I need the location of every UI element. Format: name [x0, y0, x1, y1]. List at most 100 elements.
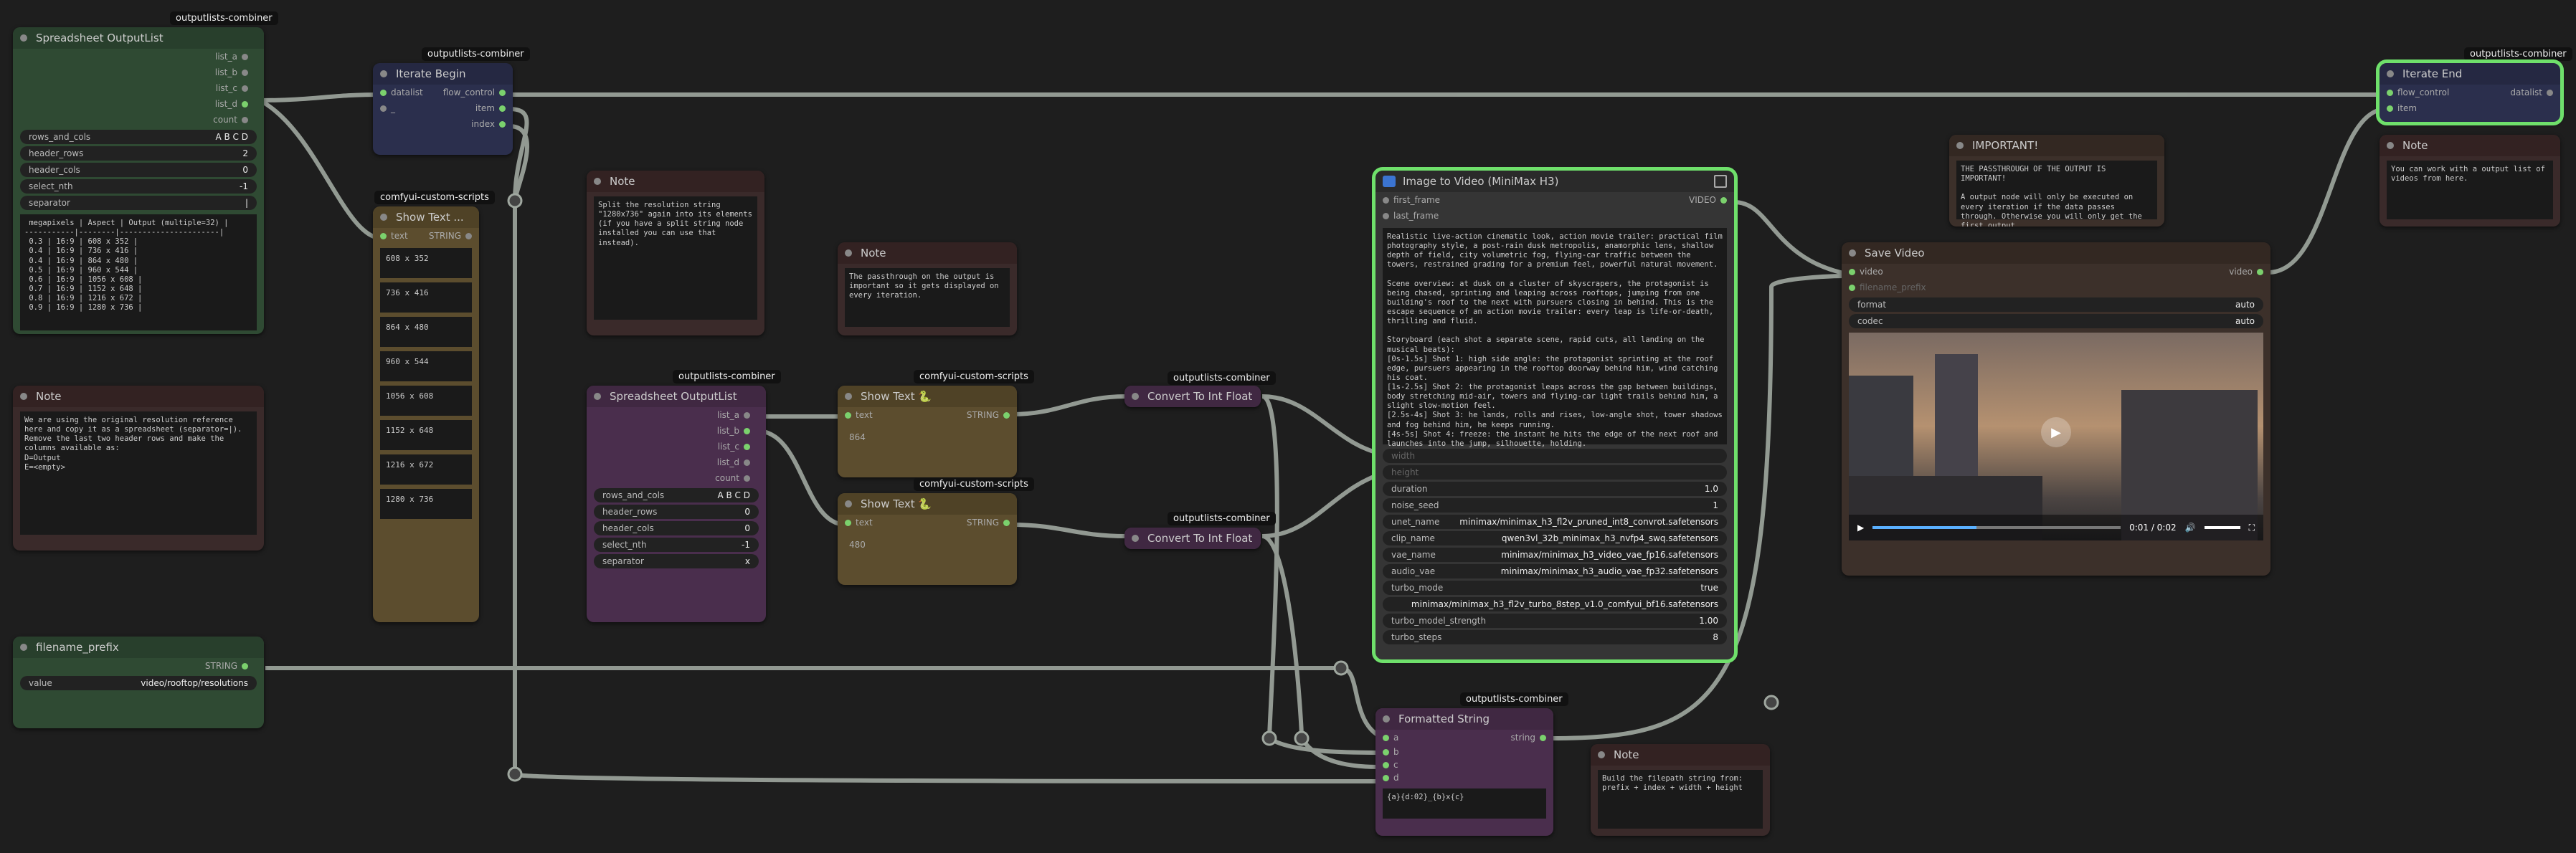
output-socket[interactable] — [1720, 196, 1727, 204]
input-socket[interactable] — [380, 89, 387, 96]
fullscreen-icon[interactable]: ⛶ — [2248, 522, 2255, 533]
node-note-3[interactable]: Note The passthrough on the output is im… — [838, 242, 1017, 335]
output-socket[interactable] — [1003, 519, 1010, 526]
output-socket[interactable] — [2257, 268, 2263, 275]
play-overlay-icon[interactable]: ▶ — [2041, 417, 2071, 448]
collapse-dot-icon[interactable] — [380, 214, 387, 221]
output-socket[interactable] — [744, 411, 750, 419]
input-socket[interactable] — [1383, 196, 1389, 204]
input-socket[interactable] — [2387, 89, 2393, 96]
video-preview[interactable]: ▶ ▶ 0:01 / 0:02 🔊 ⛶ — [1849, 333, 2263, 540]
input-socket[interactable] — [1849, 284, 1855, 291]
collapse-dot-icon[interactable] — [20, 34, 27, 42]
widget-height[interactable]: height — [1383, 465, 1727, 480]
node-spreadsheet-outputlist-1[interactable]: Spreadsheet OutputList list_a list_b lis… — [13, 27, 264, 334]
collapse-dot-icon[interactable] — [1383, 715, 1390, 723]
volume-slider[interactable] — [2204, 526, 2240, 529]
input-socket[interactable] — [1383, 734, 1389, 741]
node-spreadsheet-outputlist-2[interactable]: Spreadsheet OutputList list_a list_b lis… — [587, 386, 766, 622]
node-note-5[interactable]: Note You can work with a output list of … — [2380, 135, 2560, 227]
input-socket[interactable] — [1383, 748, 1389, 756]
node-note-4[interactable]: Note Build the filepath string from: pre… — [1591, 744, 1770, 836]
output-socket[interactable] — [744, 475, 750, 482]
node-important-note[interactable]: IMPORTANT! THE PASSTHROUGH OF THE OUTPUT… — [1949, 135, 2164, 227]
collapse-dot-icon[interactable] — [1956, 142, 1964, 149]
collapse-dot-icon[interactable] — [380, 70, 387, 77]
widget-select-nth[interactable]: select_nth-1 — [594, 538, 759, 552]
collapse-dot-icon[interactable] — [1849, 249, 1856, 257]
play-icon[interactable]: ▶ — [1857, 523, 1865, 533]
output-socket[interactable] — [242, 100, 248, 108]
output-socket[interactable] — [242, 116, 248, 123]
input-socket[interactable] — [380, 105, 387, 112]
output-socket[interactable] — [465, 232, 472, 239]
note-textarea[interactable]: Build the filepath string from: prefix +… — [1598, 770, 1763, 829]
expand-icon[interactable] — [1714, 175, 1727, 188]
input-socket[interactable] — [1383, 212, 1389, 219]
collapse-dot-icon[interactable] — [2387, 70, 2394, 77]
output-socket[interactable] — [242, 53, 248, 60]
collapse-dot-icon[interactable] — [20, 644, 27, 651]
output-socket[interactable] — [499, 105, 506, 112]
output-socket[interactable] — [499, 120, 506, 128]
note-textarea[interactable]: You can work with a output list of video… — [2387, 161, 2553, 219]
input-socket[interactable] — [1383, 761, 1389, 768]
prompt-textarea[interactable]: Realistic live-action cinematic look, ac… — [1383, 228, 1727, 448]
note-textarea[interactable]: We are using the original resolution ref… — [20, 411, 257, 535]
output-socket[interactable] — [744, 459, 750, 466]
collapse-dot-icon[interactable] — [845, 249, 852, 257]
output-socket[interactable] — [1540, 734, 1546, 741]
node-note-1[interactable]: Note We are using the original resolutio… — [13, 386, 264, 551]
note-textarea[interactable]: Split the resolution string "1280x736" a… — [594, 196, 757, 320]
input-socket[interactable] — [845, 519, 851, 526]
input-socket[interactable] — [2387, 105, 2393, 112]
spreadsheet-textarea[interactable]: megapixels | Aspect | Output (multiple=3… — [20, 214, 257, 330]
widget-width[interactable]: width — [1383, 449, 1727, 463]
widget-separator[interactable]: separator| — [20, 196, 257, 210]
note-textarea[interactable]: THE PASSTHROUGH OF THE OUTPUT IS IMPORTA… — [1956, 161, 2157, 227]
output-socket[interactable] — [1003, 411, 1010, 419]
collapse-dot-icon[interactable] — [1598, 751, 1605, 758]
output-socket[interactable] — [499, 89, 506, 96]
seek-bar[interactable] — [1872, 526, 2121, 529]
collapse-dot-icon[interactable] — [845, 393, 852, 400]
collapse-dot-icon[interactable] — [20, 393, 27, 400]
collapse-dot-icon[interactable] — [594, 178, 601, 185]
input-socket[interactable] — [845, 411, 851, 419]
collapse-dot-icon[interactable] — [1132, 535, 1139, 542]
input-socket[interactable] — [1849, 268, 1855, 275]
output-socket[interactable] — [2547, 89, 2553, 96]
output-socket[interactable] — [242, 69, 248, 76]
output-socket[interactable] — [242, 662, 248, 669]
widget-turbo-model[interactable]: minimax/minimax_h3_fl2v_turbo_8step_v1.0… — [1383, 597, 1727, 611]
input-socket[interactable] — [1383, 774, 1389, 781]
output-socket[interactable] — [242, 85, 248, 92]
collapse-dot-icon[interactable] — [594, 393, 601, 400]
collapse-dot-icon[interactable] — [845, 500, 852, 507]
